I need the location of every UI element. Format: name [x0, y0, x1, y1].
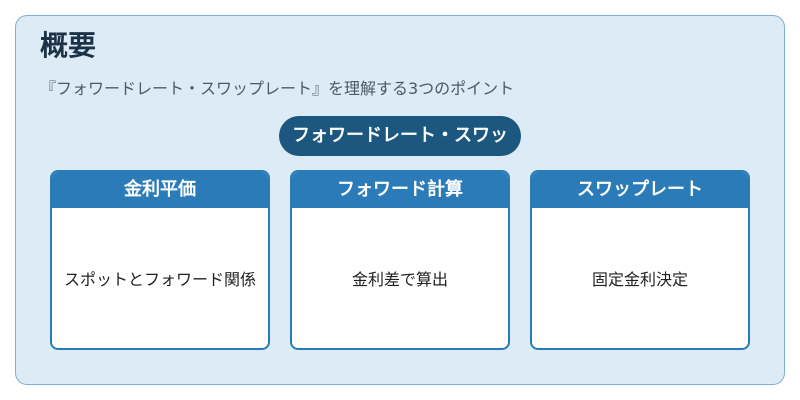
point-card-forward-calculation: フォワード計算 金利差で算出 — [290, 170, 510, 350]
card-header: フォワード計算 — [292, 172, 508, 208]
page-subtitle: 『フォワードレート・スワップレート』を理解する3つのポイント — [40, 79, 515, 98]
point-card-swap-rate: スワップレート 固定金利決定 — [530, 170, 750, 350]
card-body: 固定金利決定 — [591, 270, 688, 289]
card-body: 金利差で算出 — [351, 270, 448, 289]
central-topic-pill: フォワードレート・スワッ — [279, 116, 521, 156]
point-card-interest-parity: 金利平価 スポットとフォワード関係 — [50, 170, 270, 350]
card-body: スポットとフォワード関係 — [63, 270, 256, 289]
card-header: スワップレート — [532, 172, 748, 208]
page-title: 概要 — [40, 29, 97, 62]
card-header: 金利平価 — [52, 172, 268, 208]
